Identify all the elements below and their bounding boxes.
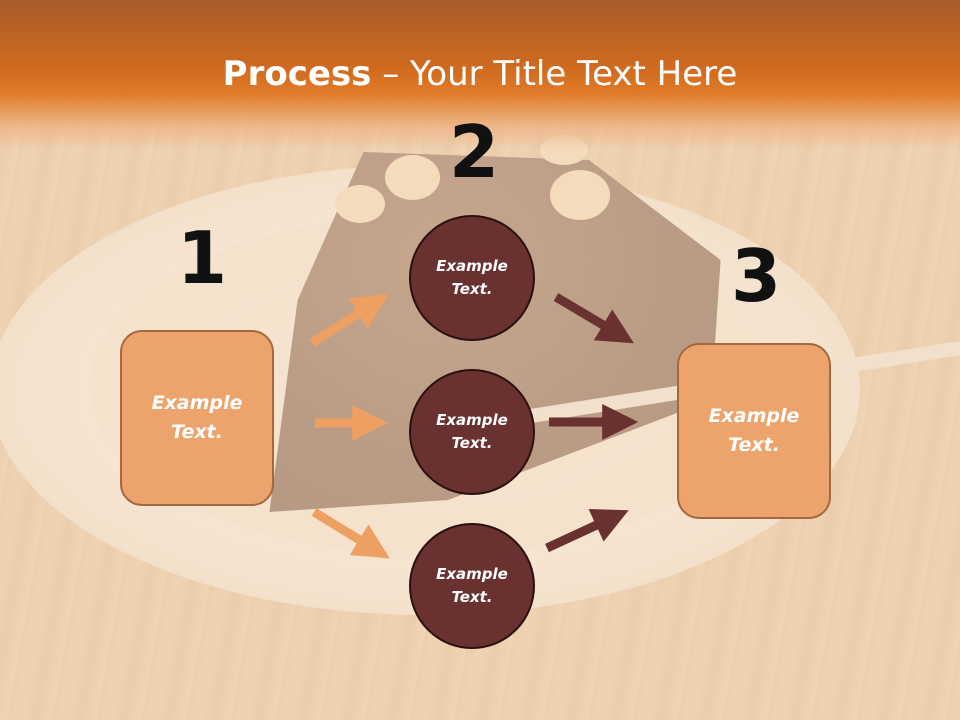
step-2-circle-middle[interactable]: Example Text. (409, 369, 535, 495)
circle-text-line2: Text. (451, 434, 493, 452)
step-1-box[interactable]: Example Text. (120, 330, 274, 506)
circle-text-line1: Example (436, 257, 508, 275)
arrow-left-to-bottom (311, 508, 390, 559)
circle-text-line1: Example (436, 565, 508, 583)
circle-text-line1: Example (436, 411, 508, 429)
arrow-bottom-to-right (545, 508, 629, 553)
arrow-left-to-top (309, 294, 389, 347)
circle-text-line2: Text. (451, 280, 493, 298)
arrow-top-to-right (553, 293, 634, 344)
step-3-box[interactable]: Example Text. (677, 343, 831, 519)
step-number-1: 1 (177, 216, 228, 300)
title-rest: Your Title Text Here (410, 54, 738, 94)
title-separator: – (371, 54, 411, 94)
step-1-text-line1: Example (151, 392, 243, 414)
step-3-text-line2: Text. (728, 434, 780, 456)
step-number-3: 3 (731, 234, 782, 318)
step-2-circle-bottom[interactable]: Example Text. (409, 523, 535, 649)
step-1-text-line2: Text. (171, 421, 223, 443)
title-banner (0, 0, 960, 150)
step-number-2: 2 (449, 110, 500, 194)
circle-text-line2: Text. (451, 588, 493, 606)
step-3-text-line1: Example (708, 405, 800, 427)
step-2-circle-top[interactable]: Example Text. (409, 215, 535, 341)
title-bold: Process (222, 54, 372, 94)
slide-title: Process – Your Title Text Here (0, 52, 960, 96)
